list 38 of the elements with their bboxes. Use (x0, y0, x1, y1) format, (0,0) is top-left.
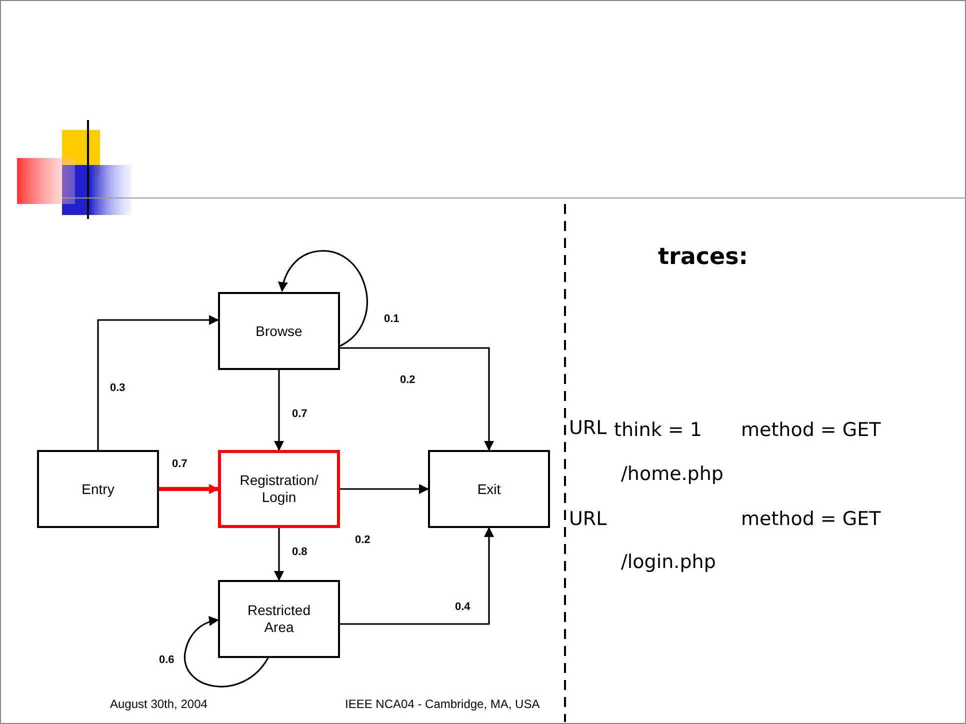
state-box (428, 450, 550, 528)
state-box (218, 450, 340, 528)
arrow (340, 347, 494, 451)
state-box (37, 450, 159, 528)
arrow (159, 484, 219, 494)
state-name: Restricted Area (246, 602, 312, 636)
state-name: Registration/ Login (238, 472, 320, 506)
state-box (218, 580, 340, 658)
trace-text: /home.php (621, 463, 724, 487)
arrow (340, 484, 429, 494)
trace-text: think = 1 (614, 419, 702, 443)
footer-text: August 30th, 2004 (110, 697, 208, 712)
probability-label: 0.7 (292, 409, 308, 420)
arrow (184, 616, 269, 688)
probability-label: 0.6 (159, 655, 174, 666)
section-heading: traces: (658, 243, 748, 272)
probability-label: 0.3 (110, 383, 126, 394)
trace-text: method = GET (741, 508, 881, 532)
trace-text: /login.php (621, 551, 716, 575)
probability-label: 0.4 (455, 602, 470, 613)
state-name: Entry (80, 480, 116, 498)
arrow (274, 528, 284, 581)
trace-text: URL (569, 508, 607, 532)
state-name: Browse (254, 322, 304, 340)
arrow (274, 370, 284, 451)
state-box (218, 292, 340, 370)
probability-label: 0.2 (400, 375, 416, 386)
arrow (97, 315, 219, 450)
trace-text: URL (569, 417, 607, 441)
trace-text: method = GET (741, 419, 881, 443)
footer-text: IEEE NCA04 - Cambridge, MA, USA (345, 697, 540, 712)
probability-label: 0.7 (172, 459, 188, 470)
arrow (340, 527, 494, 625)
probability-label: 0.1 (384, 314, 400, 325)
probability-label: 0.2 (355, 535, 370, 546)
state-name: Exit (476, 480, 502, 498)
arrow (278, 250, 368, 347)
probability-label: 0.8 (292, 547, 308, 558)
